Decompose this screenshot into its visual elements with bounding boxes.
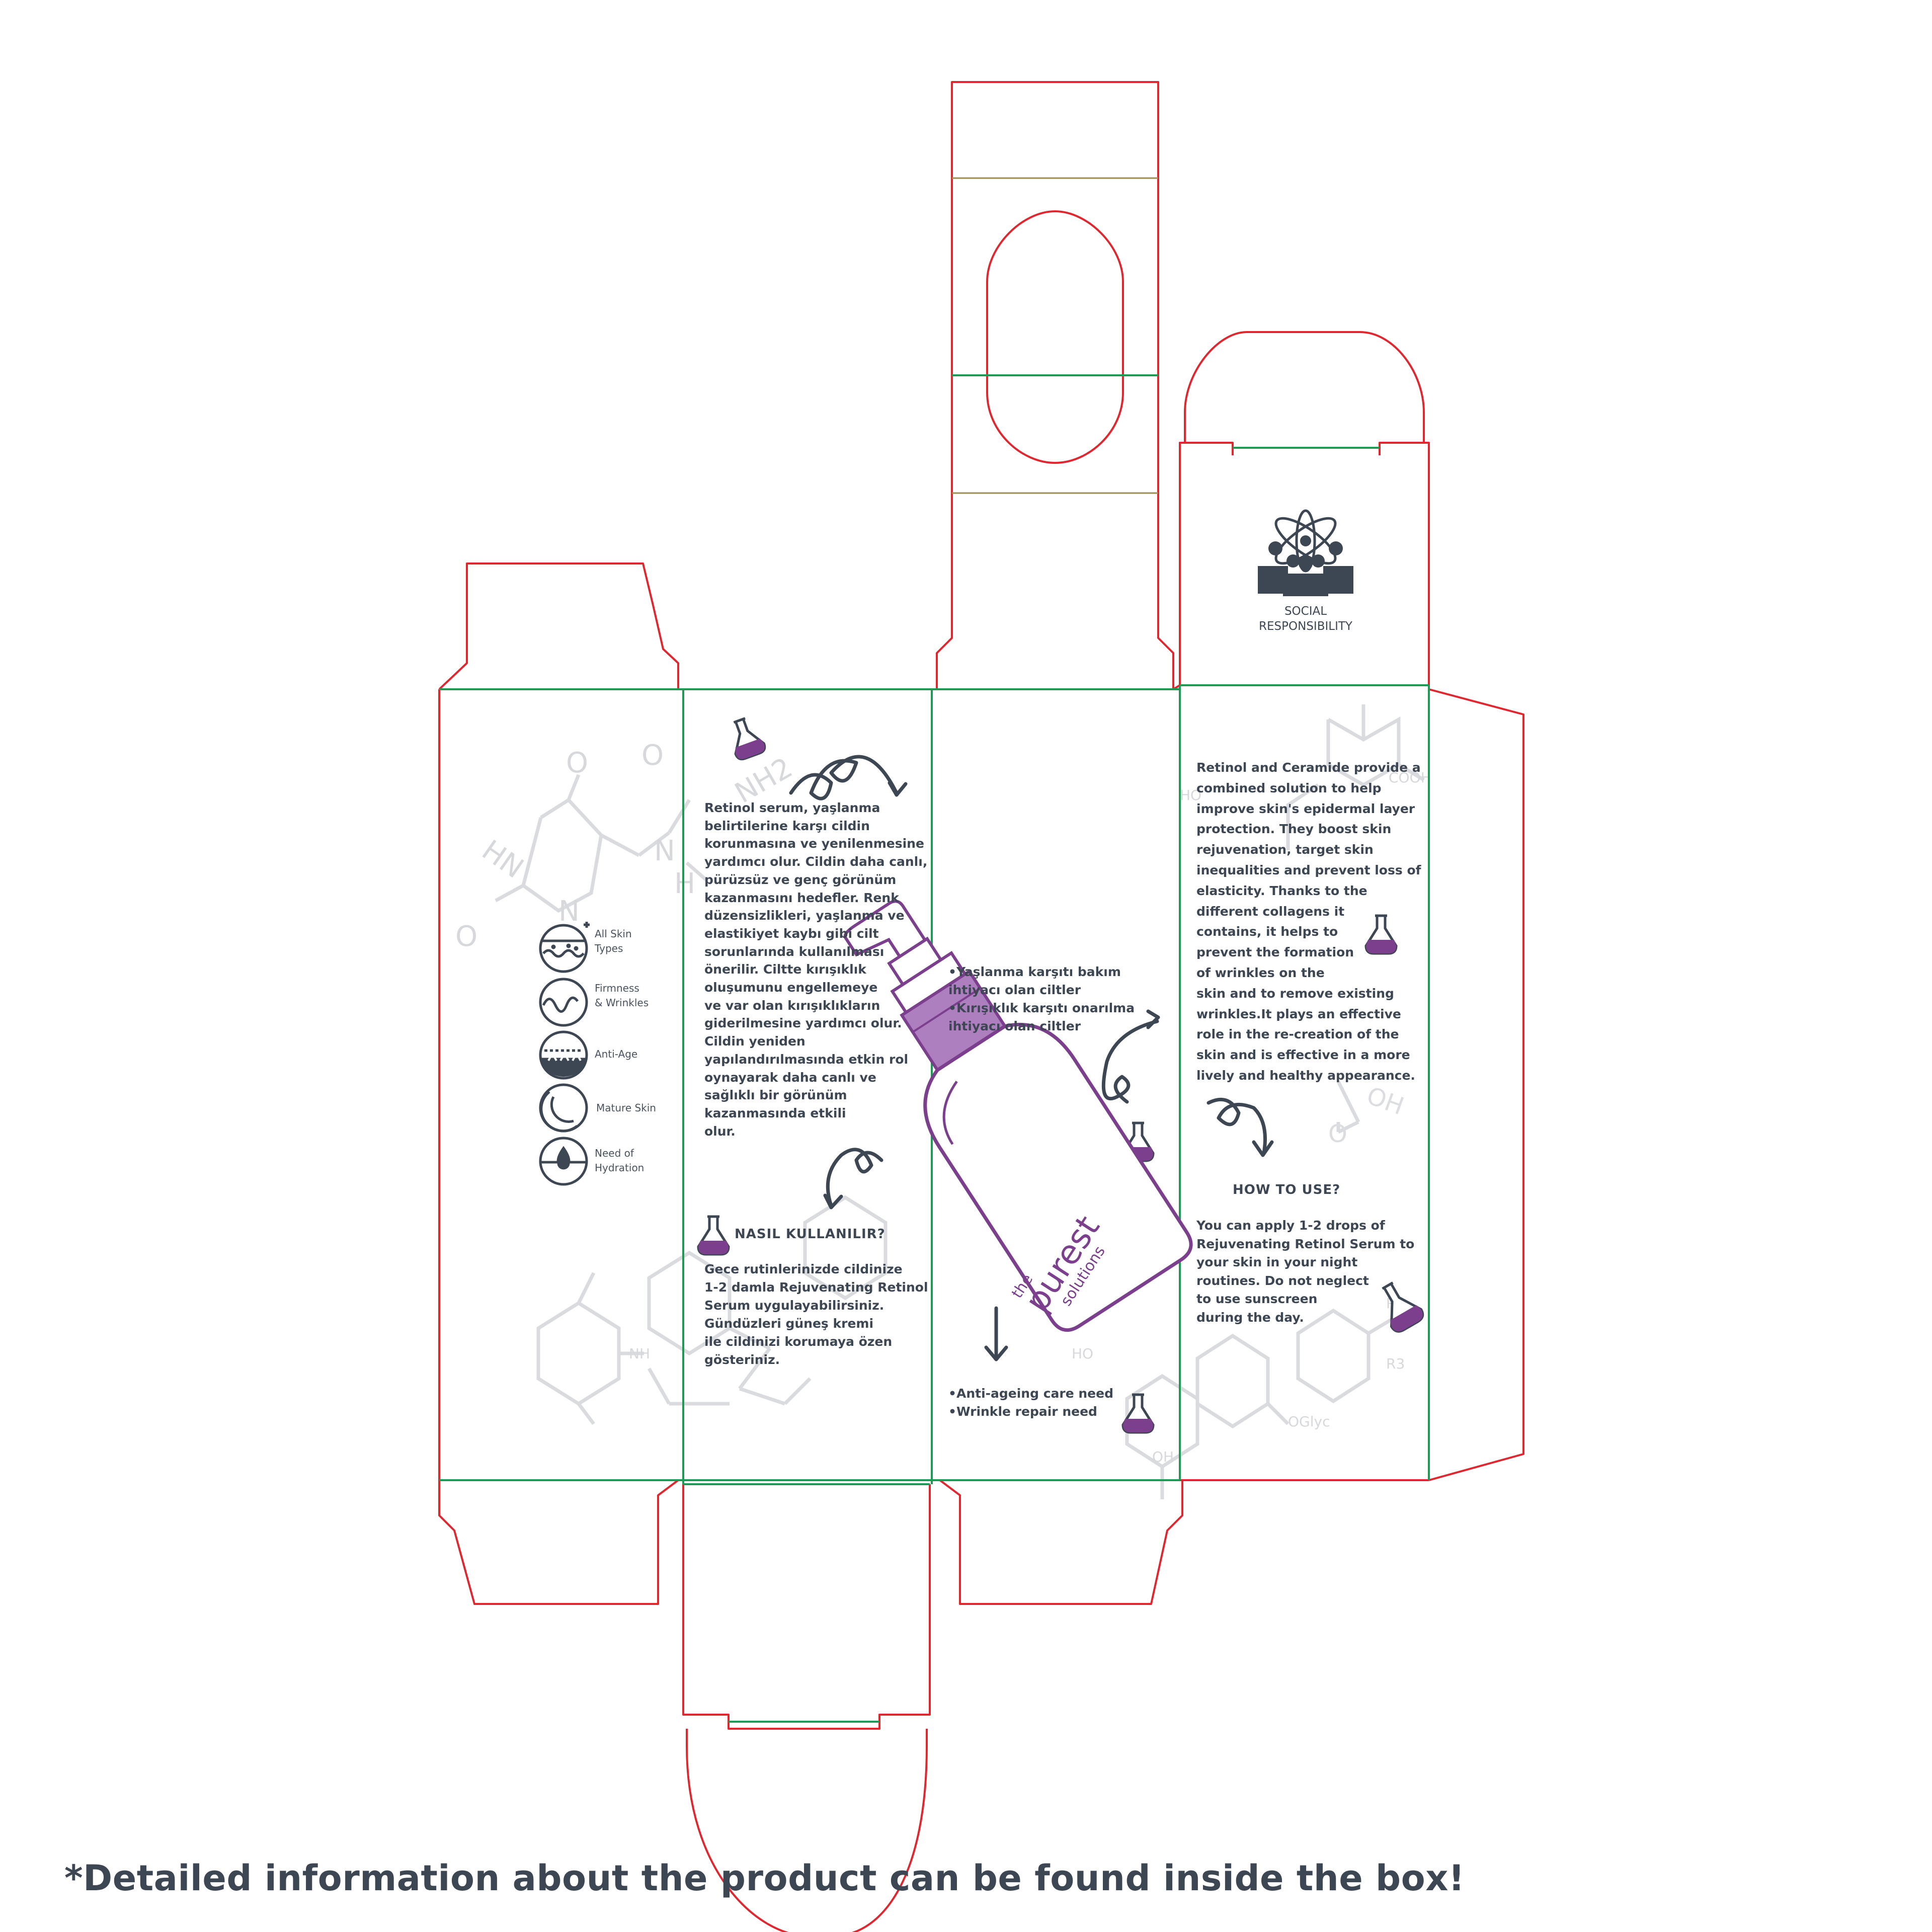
- chem-label-ho: HO: [1072, 1345, 1093, 1362]
- perforation-lines: [952, 177, 1158, 494]
- mature-skin-icon: [539, 1083, 588, 1133]
- chem-label-o: O: [455, 920, 477, 953]
- chem-label-oglyc: OGlyc: [1288, 1413, 1330, 1430]
- chem-label-o: O: [641, 739, 664, 772]
- chem-label-n: N: [654, 835, 675, 867]
- chemical-structure-background: [495, 704, 1425, 1499]
- icon-label-all-skin: All Skin Types: [595, 928, 632, 954]
- chem-label-oh: OH: [1363, 1082, 1408, 1121]
- curly-arrow-icon: [1206, 1097, 1267, 1155]
- front-english-bullets: •Anti-ageing care need •Wrinkle repair n…: [948, 1386, 1113, 1419]
- chem-label-o: O: [566, 747, 588, 779]
- flask-icon: [733, 717, 766, 761]
- chem-label-oh: OH: [1152, 1448, 1174, 1465]
- chem-label-n: N: [558, 895, 580, 928]
- curly-arrow-icon: [826, 1148, 883, 1208]
- chem-label-ho: HO: [1180, 787, 1201, 803]
- social-responsibility-icon: [1258, 509, 1353, 596]
- chem-label-nh: NH: [629, 1345, 650, 1362]
- icon-label-anti-age: Anti-Age: [595, 1048, 638, 1060]
- flask-icon: [1121, 1393, 1155, 1434]
- icon-label-hydration: Need of Hydration: [595, 1147, 645, 1174]
- footer-note: *Detailed information about the product …: [64, 1858, 1465, 1899]
- turkish-description: Retinol serum, yaşlanma belirtilerine ka…: [704, 800, 928, 1139]
- cut-lines: [438, 81, 1524, 1932]
- turkish-how-to-title: NASIL KULLANILIR?: [735, 1227, 886, 1242]
- all-skin-types-icon: [539, 922, 590, 973]
- front-turkish-bullets: •Yaşlanma karşıtı bakım ihtiyacı olan ci…: [948, 964, 1135, 1033]
- anti-age-icon: [539, 1030, 588, 1080]
- icon-label-firmness: Firmness & Wrinkles: [595, 982, 649, 1009]
- benefit-icons: [539, 922, 590, 1186]
- flask-icon: [1382, 1281, 1424, 1333]
- flask-icon: [1364, 914, 1398, 955]
- chem-label-cooh: COOH: [1389, 769, 1431, 786]
- firmness-wrinkles-icon: [539, 978, 588, 1027]
- curly-arrow-icon: [789, 755, 899, 800]
- flask-icon: [697, 1215, 730, 1256]
- chemical-labels-large: OH O: [1328, 1082, 1408, 1149]
- english-description: Retinol and Ceramide provide a combined …: [1196, 760, 1421, 1083]
- english-how-to-text: You can apply 1-2 drops of Rejuvenating …: [1196, 1218, 1415, 1325]
- squiggle-arrow-icon: [1101, 1019, 1159, 1104]
- serum-bottle-illustration: [843, 900, 1193, 1332]
- flask-icons: [697, 717, 1424, 1434]
- icon-label-mature-skin: Mature Skin: [596, 1102, 656, 1114]
- english-how-to-title: HOW TO USE?: [1233, 1182, 1341, 1197]
- turkish-how-to-text: Gece rutinlerinizde cildinize 1-2 damla …: [704, 1262, 928, 1367]
- chem-label-o: O: [1328, 1120, 1347, 1148]
- hydration-icon: [539, 1137, 588, 1186]
- chem-label-h: H: [674, 867, 695, 900]
- chem-label-r3: R3: [1386, 1355, 1405, 1372]
- social-responsibility-label: SOCIAL RESPONSIBILITY: [1259, 605, 1352, 633]
- chem-label-hn: HN: [476, 834, 529, 884]
